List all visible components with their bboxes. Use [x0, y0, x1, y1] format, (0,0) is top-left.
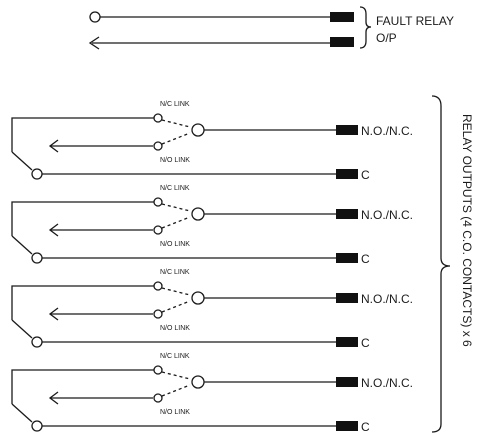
output-terminal	[336, 125, 358, 135]
channel-left-wire	[11, 369, 154, 404]
switch-blade	[11, 151, 33, 171]
common-terminal	[336, 253, 358, 263]
common-terminal	[336, 337, 358, 347]
switch-pivot-node	[31, 168, 43, 180]
fault-relay-section	[88, 6, 372, 50]
switch-pivot-node	[31, 252, 43, 264]
nc-link-label: N/C LINK	[160, 269, 190, 276]
output-terminal	[336, 293, 358, 303]
switch-pivot-node	[31, 420, 43, 432]
no-link-node	[153, 225, 163, 235]
output-node	[191, 207, 205, 221]
output-terminal	[336, 209, 358, 219]
relay-outputs-label: RELAY OUTPUTS (4 C.O. CONTACTS) x 6	[460, 114, 474, 347]
link-jumper-upper	[161, 371, 191, 380]
common-label: C	[361, 336, 370, 350]
common-terminal	[336, 169, 358, 179]
switch-blade	[11, 319, 33, 339]
channel-left-wire	[11, 285, 154, 320]
output-terminal	[336, 377, 358, 387]
nc-link-node	[153, 197, 163, 207]
common-label: C	[361, 420, 370, 434]
switch-blade	[11, 235, 33, 255]
fault-relay-label: FAULT RELAY	[376, 14, 454, 28]
fault-relay-label-op: O/P	[376, 31, 397, 45]
fault-relay-terminal-bottom	[330, 37, 354, 47]
link-jumper-upper	[161, 203, 191, 212]
relay-channel: N/C LINK N/O LINK N.O./N.C. C	[11, 269, 413, 350]
output-label: N.O./N.C.	[361, 208, 413, 222]
output-label: N.O./N.C.	[361, 376, 413, 390]
no-link-label: N/O LINK	[160, 241, 190, 248]
no-link-node	[153, 393, 163, 403]
link-jumper-lower	[161, 132, 191, 145]
channel-left-wire	[11, 201, 154, 236]
link-jumper-lower	[161, 384, 191, 397]
link-jumper-lower	[161, 300, 191, 313]
no-link-node	[153, 141, 163, 151]
common-label: C	[361, 252, 370, 266]
nc-link-node	[153, 281, 163, 291]
link-jumper-upper	[161, 287, 191, 296]
no-link-node	[153, 309, 163, 319]
nc-link-node	[153, 113, 163, 123]
nc-link-label: N/C LINK	[160, 353, 190, 360]
fault-relay-brace	[359, 6, 372, 49]
output-label: N.O./N.C.	[361, 124, 413, 138]
no-link-label: N/O LINK	[160, 157, 190, 164]
fault-relay-contact-node	[89, 11, 101, 23]
no-link-label: N/O LINK	[160, 409, 190, 416]
common-label: C	[361, 168, 370, 182]
switch-blade	[11, 403, 33, 423]
relay-channel: N/C LINK N/O LINK N.O./N.C. C	[11, 101, 413, 182]
nc-link-node	[153, 365, 163, 375]
relay-channel: N/C LINK N/O LINK N.O./N.C. C	[11, 353, 413, 434]
no-link-label: N/O LINK	[160, 325, 190, 332]
relay-channel: N/C LINK N/O LINK N.O./N.C. C	[11, 185, 413, 266]
output-label: N.O./N.C.	[361, 292, 413, 306]
switch-pivot-node	[31, 336, 43, 348]
nc-link-label: N/C LINK	[160, 185, 190, 192]
common-terminal	[336, 421, 358, 431]
output-node	[191, 123, 205, 137]
relay-outputs-brace	[431, 95, 451, 433]
fault-relay-arrow-contact	[88, 36, 100, 50]
output-node	[191, 291, 205, 305]
channel-left-wire	[11, 117, 154, 152]
output-node	[191, 375, 205, 389]
link-jumper-upper	[161, 119, 191, 128]
nc-link-label: N/C LINK	[160, 101, 190, 108]
link-jumper-lower	[161, 216, 191, 229]
fault-relay-terminal-top	[330, 12, 354, 22]
